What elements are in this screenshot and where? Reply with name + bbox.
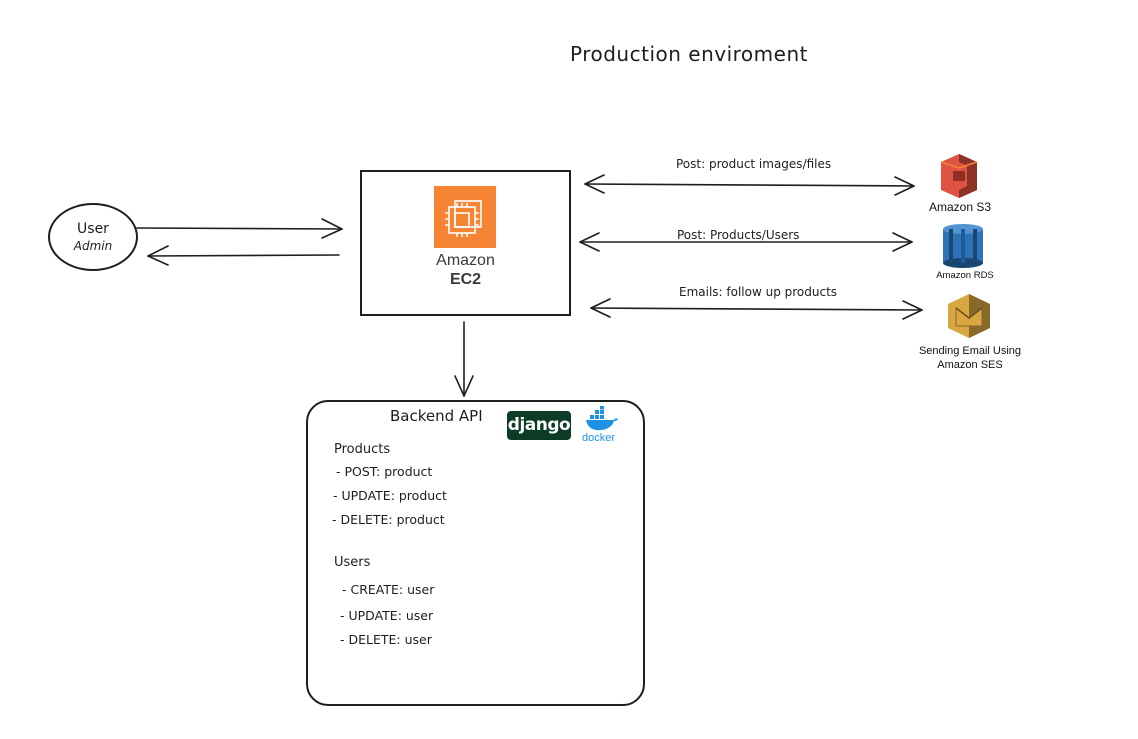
amazon-rds-icon — [941, 223, 985, 273]
ec2-name-line1: Amazon — [436, 252, 495, 269]
edge-label-rds: Post: Products/Users — [677, 228, 800, 242]
user-admin-node: User Admin — [48, 203, 138, 271]
amazon-s3-icon — [939, 154, 979, 202]
admin-label: Admin — [73, 239, 113, 253]
docker-label: docker — [582, 432, 616, 444]
user-endpoint-delete: - DELETE: user — [340, 632, 432, 647]
ec2-box — [360, 170, 571, 316]
product-endpoint-delete: - DELETE: product — [332, 512, 445, 527]
backend-api-box — [306, 400, 645, 706]
user-endpoint-create: - CREATE: user — [342, 582, 435, 597]
arrow-ec2-to-user — [147, 245, 340, 266]
diagram-title: Production enviroment — [570, 42, 808, 66]
amazon-ses-label-line1: Sending Email Using — [918, 345, 1022, 357]
ec2-chip-icon — [434, 186, 496, 248]
edge-label-ses: Emails: follow up products — [679, 285, 838, 299]
amazon-s3-label: Amazon S3 — [928, 200, 992, 214]
edge-label-s3: Post: product images/files — [676, 157, 832, 171]
products-heading: Products — [334, 442, 391, 457]
backend-api-title: Backend API — [390, 407, 483, 425]
user-label: User — [77, 221, 109, 237]
user-endpoint-update: - UPDATE: user — [340, 608, 434, 623]
users-heading: Users — [334, 555, 371, 570]
arrow-ec2-s3 — [584, 174, 915, 196]
arrow-ec2-to-backend — [454, 321, 474, 397]
arrow-ec2-rds — [579, 232, 913, 252]
amazon-ses-label-line2: Amazon SES — [937, 359, 1003, 371]
django-logo: django — [507, 411, 571, 440]
ec2-name-line2: EC2 — [449, 271, 482, 288]
arrow-user-to-ec2 — [136, 218, 343, 239]
amazon-rds-label: Amazon RDS — [936, 270, 994, 281]
product-endpoint-post: - POST: product — [336, 464, 433, 479]
arrow-ec2-ses — [590, 298, 923, 320]
amazon-ses-icon — [946, 294, 992, 342]
amazon-ses-label: Sending Email Using Amazon SES — [905, 344, 1035, 372]
docker-whale-icon — [584, 406, 618, 436]
product-endpoint-update: - UPDATE: product — [333, 488, 447, 503]
